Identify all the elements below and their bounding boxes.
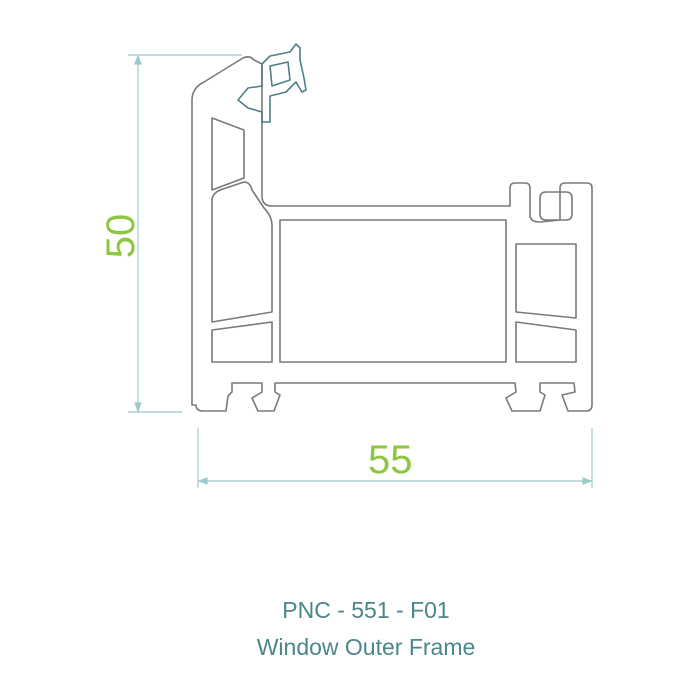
product-name: Window Outer Frame xyxy=(256,634,476,660)
profile-outline xyxy=(191,56,593,412)
gasket-outline xyxy=(237,43,307,123)
gasket xyxy=(237,43,307,123)
chamber-center xyxy=(279,219,507,363)
height-dimension-label: 50 xyxy=(99,213,143,259)
frame-profile xyxy=(191,56,593,412)
width-dimension-label: 55 xyxy=(368,438,413,482)
arrow-down xyxy=(134,402,142,413)
chamber-bottom-left xyxy=(211,321,273,363)
product-code: PNC - 551 - F01 xyxy=(282,597,450,623)
glazing-slot xyxy=(539,191,573,221)
arrow-up xyxy=(134,54,142,65)
chamber-right-top xyxy=(515,243,577,319)
chamber-top-left xyxy=(211,117,245,191)
arrow-right xyxy=(582,477,593,485)
arrow-left xyxy=(197,477,208,485)
dimension-lines xyxy=(128,54,593,488)
gasket-chamber xyxy=(269,61,291,87)
chamber-right-bottom xyxy=(515,321,577,363)
chamber-mid-left xyxy=(211,181,273,323)
